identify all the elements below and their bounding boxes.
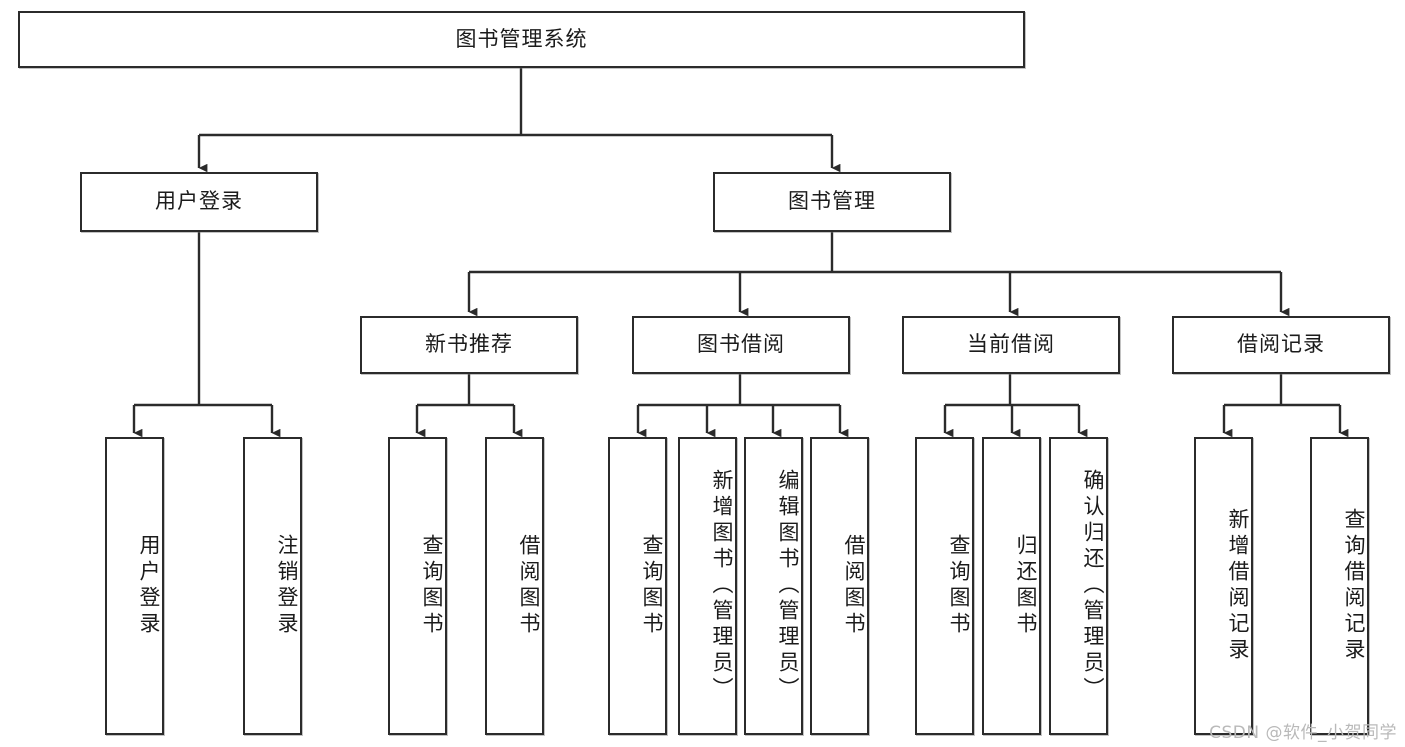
node-label: 查询图书 [947,534,971,638]
node-book-management[interactable]: 图书管理 [713,172,951,232]
node-user-login[interactable]: 用户登录 [80,172,318,232]
node-label: 图书管理 [788,189,876,214]
node-label: 图书借阅 [697,332,785,357]
node-leaf-borrow-add-book-admin[interactable]: 新增图书（管理员） [678,437,737,735]
node-label: 编辑图书（管理员） [776,469,800,703]
node-leaf-current-search-book[interactable]: 查询图书 [915,437,974,735]
node-label: 当前借阅 [967,332,1055,357]
node-label: 查询图书 [640,534,664,638]
node-leaf-borrow-borrow-book[interactable]: 借阅图书 [810,437,869,735]
node-leaf-current-return-book[interactable]: 归还图书 [982,437,1041,735]
node-label: 用户登录 [155,189,243,214]
node-label: 用户登录 [137,534,161,638]
node-label: 图书管理系统 [455,26,588,51]
node-label: 查询借阅记录 [1342,508,1366,664]
node-current-borrow[interactable]: 当前借阅 [902,316,1120,374]
node-root-book-management-system[interactable]: 图书管理系统 [18,11,1025,68]
node-label: 新增图书（管理员） [710,469,734,703]
node-leaf-borrow-edit-book-admin[interactable]: 编辑图书（管理员） [744,437,803,735]
node-label: 借阅图书 [842,534,866,638]
node-leaf-newbook-search-book[interactable]: 查询图书 [388,437,447,735]
node-label: 新增借阅记录 [1226,508,1250,664]
node-leaf-logout[interactable]: 注销登录 [243,437,302,735]
node-label: 新书推荐 [425,332,513,357]
node-leaf-newbook-borrow-book[interactable]: 借阅图书 [485,437,544,735]
node-label: 查询图书 [420,534,444,638]
node-new-book-recommend[interactable]: 新书推荐 [360,316,578,374]
node-label: 归还图书 [1014,534,1038,638]
node-leaf-record-search-record[interactable]: 查询借阅记录 [1310,437,1369,735]
node-leaf-current-confirm-return-admin[interactable]: 确认归还（管理员） [1049,437,1108,735]
node-label: 注销登录 [275,534,299,638]
node-borrow-record[interactable]: 借阅记录 [1172,316,1390,374]
node-book-borrow[interactable]: 图书借阅 [632,316,850,374]
node-leaf-user-login[interactable]: 用户登录 [105,437,164,735]
node-leaf-record-add-record[interactable]: 新增借阅记录 [1194,437,1253,735]
node-label: 借阅记录 [1237,332,1325,357]
node-label: 借阅图书 [517,534,541,638]
node-leaf-borrow-search-book[interactable]: 查询图书 [608,437,667,735]
node-label: 确认归还（管理员） [1081,469,1105,703]
